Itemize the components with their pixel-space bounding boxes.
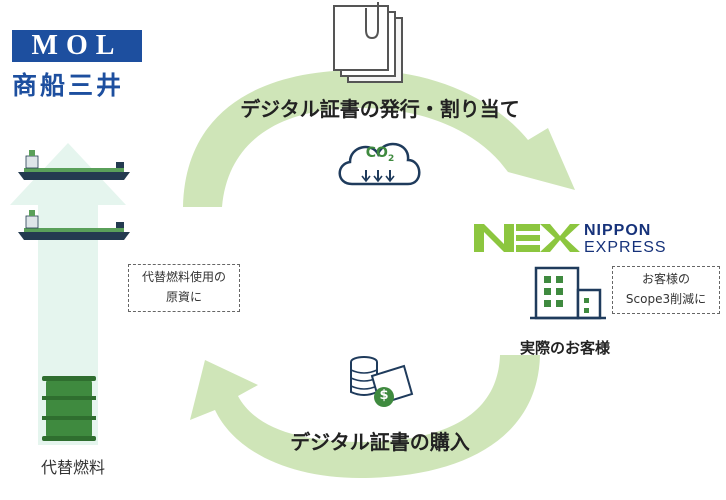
co2-cloud-icon bbox=[338, 142, 421, 186]
scope3-note-line1: お客様の bbox=[641, 272, 690, 286]
documents-icon bbox=[333, 2, 403, 83]
nx-logo-mark bbox=[474, 224, 580, 252]
nx-logo-line2: EXPRESS bbox=[584, 239, 667, 256]
co2-text: CO bbox=[365, 145, 388, 161]
co2-subscript: 2 bbox=[387, 153, 395, 164]
fuel-drum-icon bbox=[42, 376, 96, 441]
ship-icon bbox=[18, 210, 130, 240]
fuel-label: 代替燃料 bbox=[40, 458, 105, 477]
top-cycle-arrow bbox=[183, 70, 575, 207]
mol-logo: MOL bbox=[12, 30, 142, 62]
issuance-title: デジタル証書の発行・割り当て bbox=[240, 97, 520, 121]
mol-logo-subtitle: 商船三井 bbox=[12, 71, 125, 100]
scope3-note-line2: Scope3削減に bbox=[625, 292, 707, 306]
funding-note-line2: 原資に bbox=[165, 290, 202, 304]
funding-note: 代替燃料使用の 原資に bbox=[128, 264, 240, 312]
funding-note-line1: 代替燃料使用の bbox=[141, 270, 226, 284]
bottom-cycle-arrow bbox=[190, 355, 540, 478]
mol-logo-text: MOL bbox=[31, 30, 123, 61]
customer-label: 実際のお客様 bbox=[519, 339, 610, 357]
coins-money-icon bbox=[350, 356, 414, 407]
ship-icon bbox=[18, 150, 130, 180]
purchase-title: デジタル証書の購入 bbox=[290, 430, 470, 454]
scope3-note: お客様の Scope3削減に bbox=[612, 266, 720, 314]
nx-logo-line1: NIPPON bbox=[584, 222, 652, 239]
coin-symbol: $ bbox=[379, 388, 389, 403]
building-icon bbox=[530, 266, 606, 320]
co2-label: CO2 bbox=[360, 145, 400, 164]
